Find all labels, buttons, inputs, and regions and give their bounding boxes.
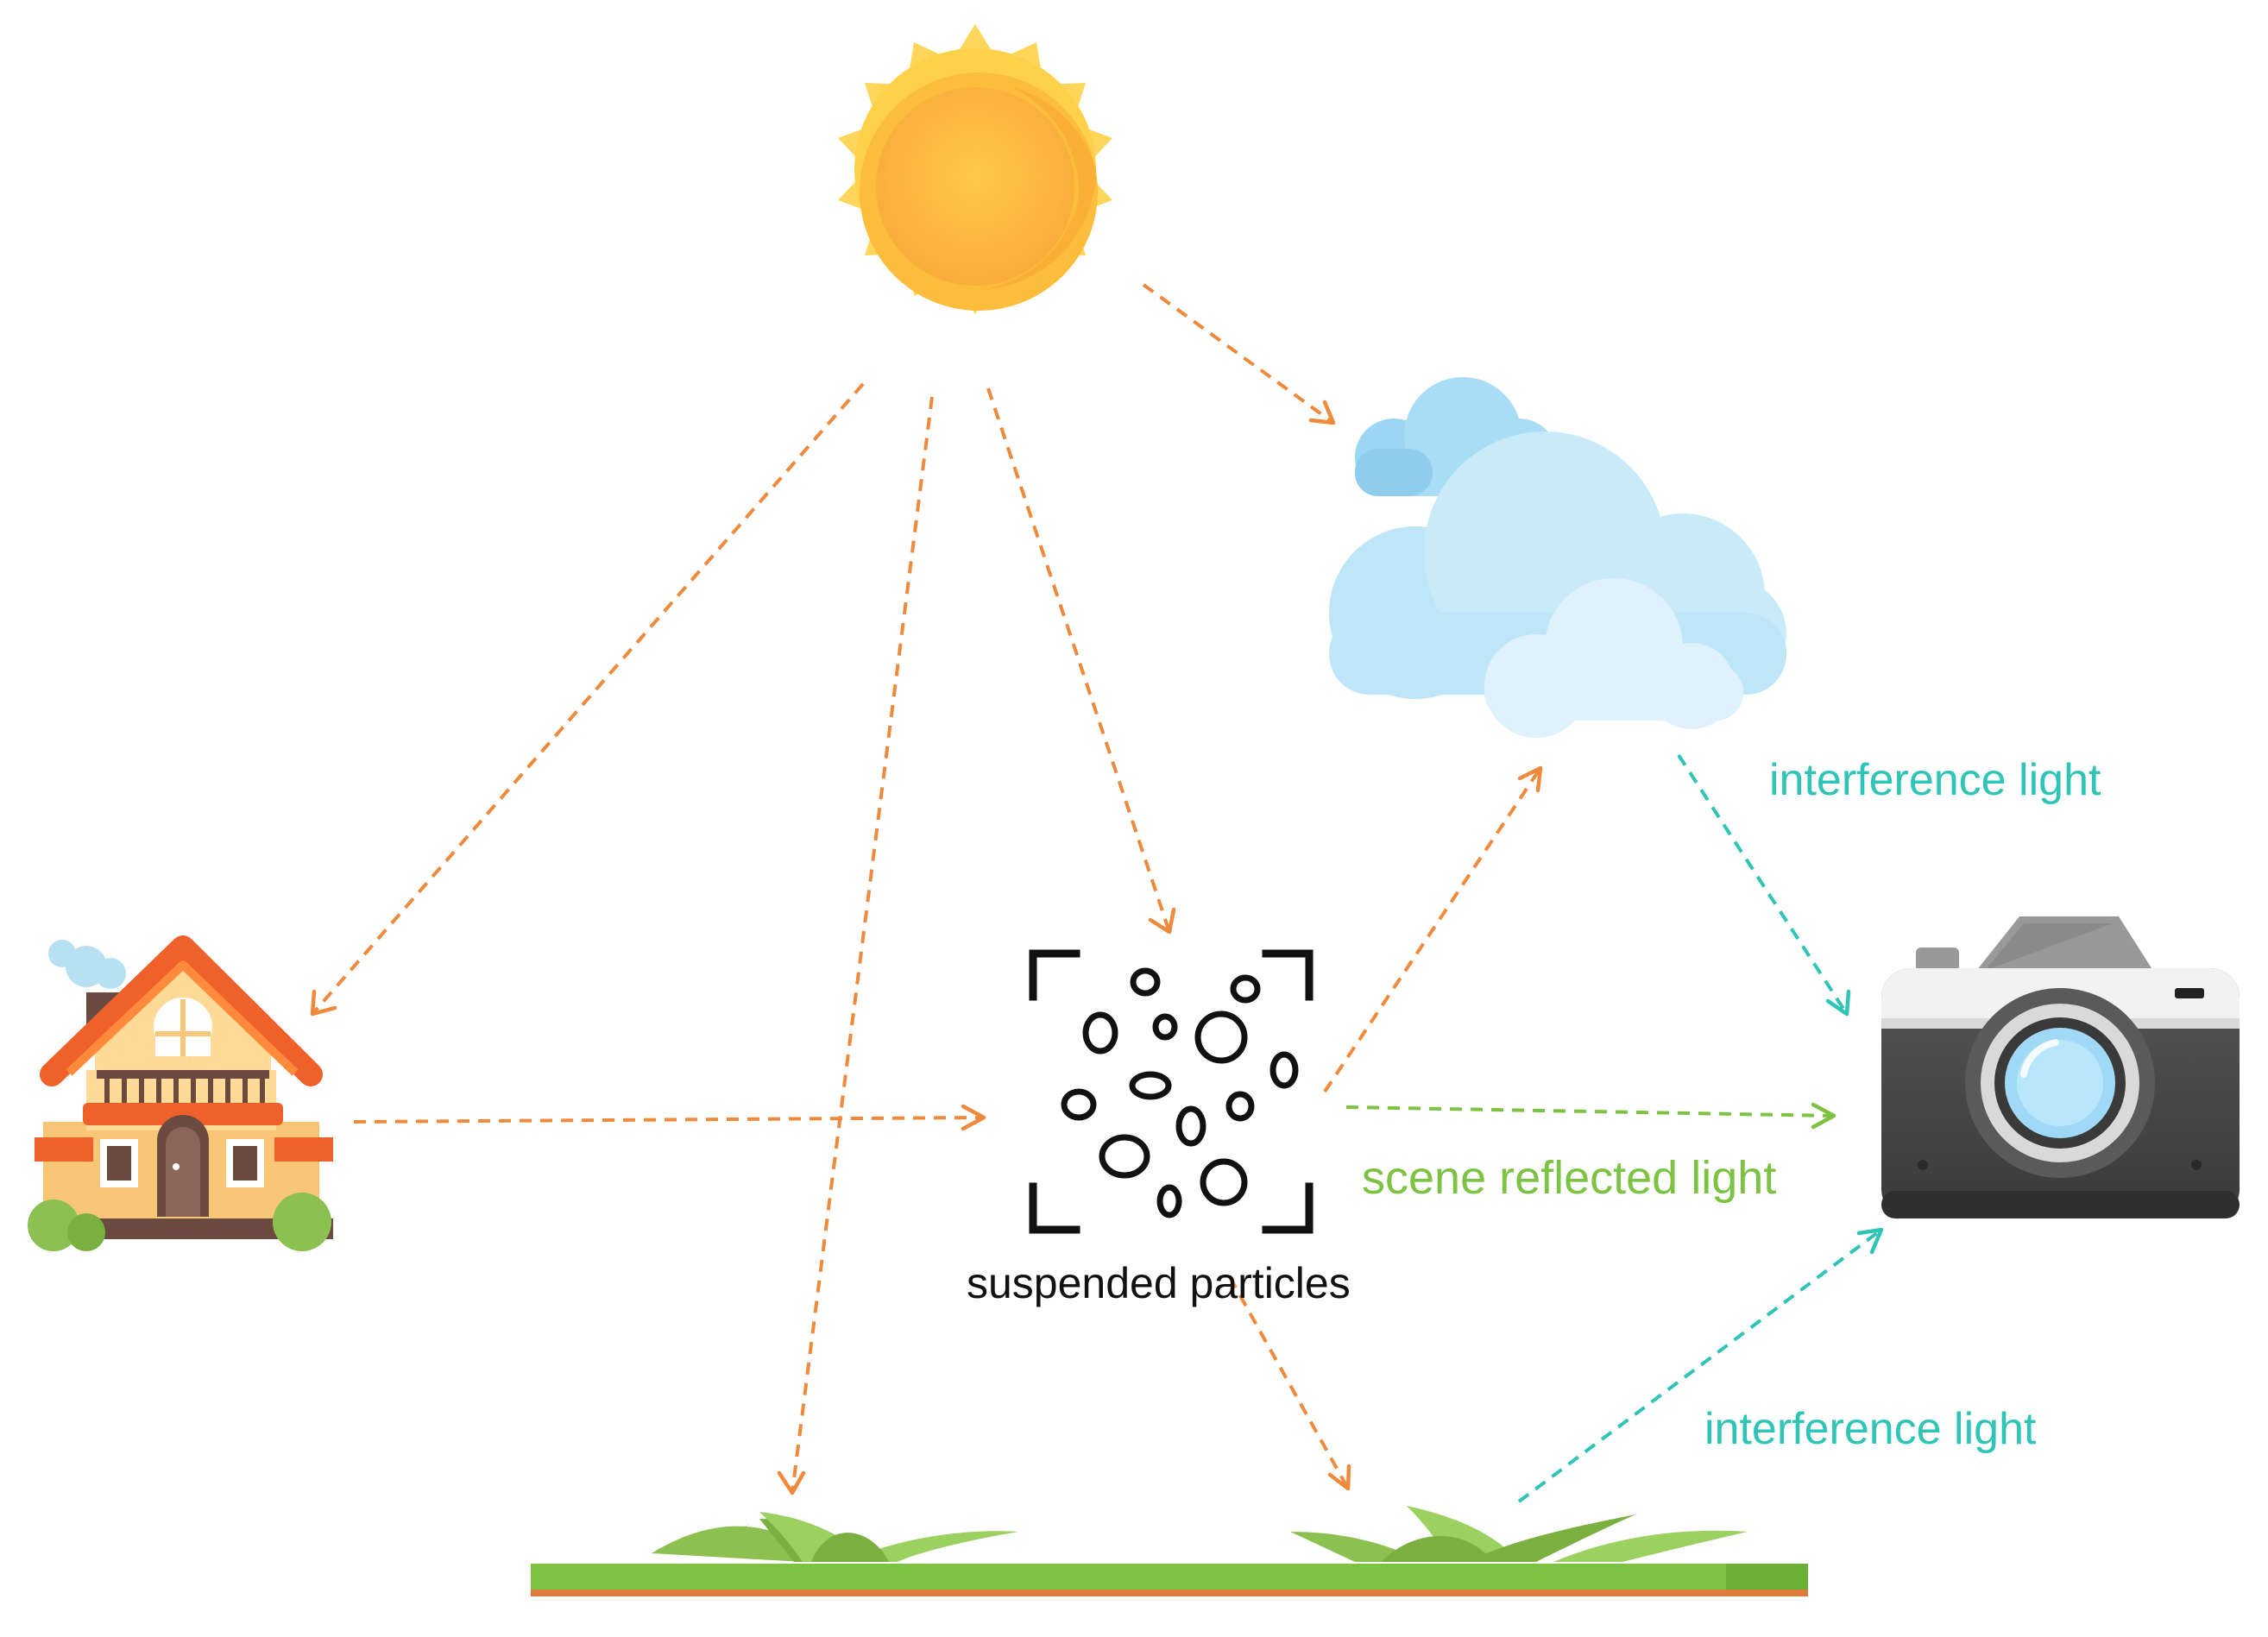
label-scene-reflected-light: scene reflected light	[1362, 1152, 1777, 1204]
cloud-large	[1329, 431, 1786, 738]
grass-icon	[531, 1506, 1808, 1596]
arrowhead-particles-top	[1148, 907, 1176, 935]
arrow-sun-to-ground-left	[791, 396, 934, 1494]
label-interference-light-top: interference light	[1769, 755, 2101, 805]
label-interference-light-bottom: interference light	[1704, 1404, 2037, 1454]
arrow-cloud-to-camera	[1677, 753, 1849, 1016]
arrow-sun-to-particles	[986, 387, 1171, 933]
arrowhead-ground-right	[1327, 1464, 1351, 1491]
frame-corner-br	[1262, 1182, 1314, 1234]
arrow-particles-to-ground	[1228, 1276, 1350, 1489]
arrowhead-house-particles	[961, 1104, 986, 1131]
arrow-particles-to-camera	[1345, 1105, 1835, 1118]
frame-corner-tr	[1262, 949, 1314, 1001]
sun-icon	[838, 24, 1112, 314]
frame-corner-bl	[1029, 1182, 1080, 1234]
cloud-icon	[1329, 377, 1786, 738]
label-suspended-particles: suspended particles	[967, 1259, 1351, 1307]
arrowheads	[310, 400, 1884, 1495]
arrow-ground-to-camera	[1517, 1228, 1883, 1503]
arrowhead-ground-left	[777, 1470, 806, 1495]
arrow-sun-to-cloud	[1142, 283, 1335, 425]
camera-icon	[1881, 916, 2240, 1218]
arrowhead-house	[310, 989, 337, 1017]
arrowhead-cloud-from-particles	[1517, 765, 1543, 793]
arrowhead-cloud-camera	[1825, 989, 1851, 1017]
arrowhead-ground-camera	[1856, 1227, 1884, 1255]
incident-arrows	[311, 283, 1542, 1494]
arrow-sun-to-house	[311, 382, 865, 1016]
arrow-house-to-particles	[353, 1116, 985, 1124]
interference-arrows	[1517, 753, 1883, 1503]
house-icon	[28, 935, 333, 1251]
arrow-particles-to-cloud	[1323, 766, 1542, 1093]
arrowhead-scene-camera	[1811, 1102, 1836, 1130]
scene-arrows	[1345, 1105, 1835, 1118]
frame-corner-tl	[1029, 949, 1080, 1001]
arrowhead-cloud	[1308, 400, 1336, 425]
particles-icon	[1029, 949, 1314, 1234]
